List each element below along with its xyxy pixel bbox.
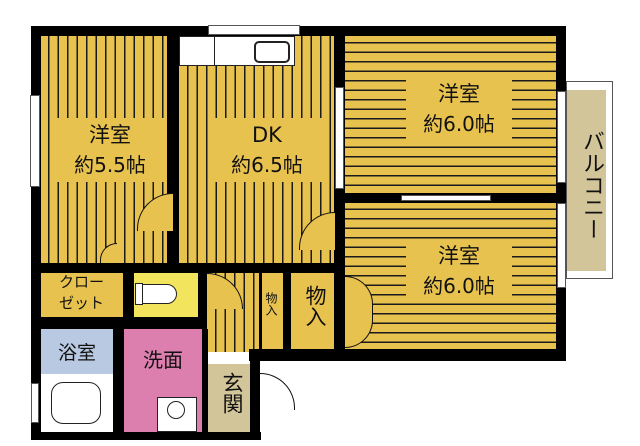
room-bathroom — [41, 329, 113, 374]
bathtub-icon — [51, 382, 101, 424]
wall-closet-bottom — [31, 317, 207, 329]
window-balcony-bottom — [557, 203, 566, 288]
window-balcony-top — [557, 91, 566, 183]
room-label-closet: クロー ゼット — [58, 273, 104, 312]
kitchen-sink-icon — [254, 41, 290, 63]
wall-right — [556, 26, 566, 361]
wall-toilet-right — [198, 272, 207, 329]
room-label-western-top-right: 洋室 約6.0帖 — [406, 77, 512, 141]
wall-bottom-right — [249, 349, 566, 361]
window-bathtub — [31, 383, 39, 423]
room-label-storage-small: 物入 — [264, 292, 278, 316]
room-label-bathroom: 浴室 — [57, 342, 96, 364]
room-balcony — [567, 90, 606, 271]
room-label-washroom: 洗面 — [143, 348, 183, 372]
toilet-tank — [135, 283, 143, 305]
room-label-western-bottom-right: 洋室 約6.0帖 — [406, 239, 512, 303]
room-label-western-left: 洋室 約5.5帖 — [56, 118, 164, 182]
kitchen-divider — [214, 36, 215, 66]
toilet-icon — [137, 284, 177, 304]
wall-bath-wash — [113, 329, 124, 439]
wall-hall-storage — [259, 272, 262, 352]
wall-closet-toilet — [123, 272, 134, 329]
window-kitchen — [208, 25, 300, 35]
room-label-balcony: バルコニー — [579, 130, 604, 240]
room-western-top-right — [345, 36, 558, 194]
room-storage-small — [261, 273, 283, 349]
wall-left — [31, 26, 41, 438]
wall-mid-horizontal — [31, 263, 345, 273]
room-entrance — [208, 364, 250, 432]
wall-bottom-left — [31, 432, 261, 440]
wall-left-room-dk — [167, 26, 179, 272]
room-closet — [40, 272, 123, 317]
wall-storage-divider — [283, 272, 291, 352]
wall-wash-right — [202, 329, 208, 439]
window-top-right-room-left — [335, 87, 344, 189]
window-divider-right-rooms — [401, 195, 491, 201]
wall-entrance-right — [250, 349, 260, 440]
room-label-storage-large: 物入 — [303, 285, 327, 327]
wall-dk-right — [334, 26, 345, 361]
wash-basin-icon — [167, 401, 185, 419]
room-label-entrance: 玄関 — [220, 372, 244, 414]
door-entrance[interactable] — [260, 373, 295, 410]
window-left-room — [30, 95, 40, 187]
room-storage-large — [291, 273, 334, 349]
room-label-dk: DK 約6.5帖 — [208, 118, 326, 182]
